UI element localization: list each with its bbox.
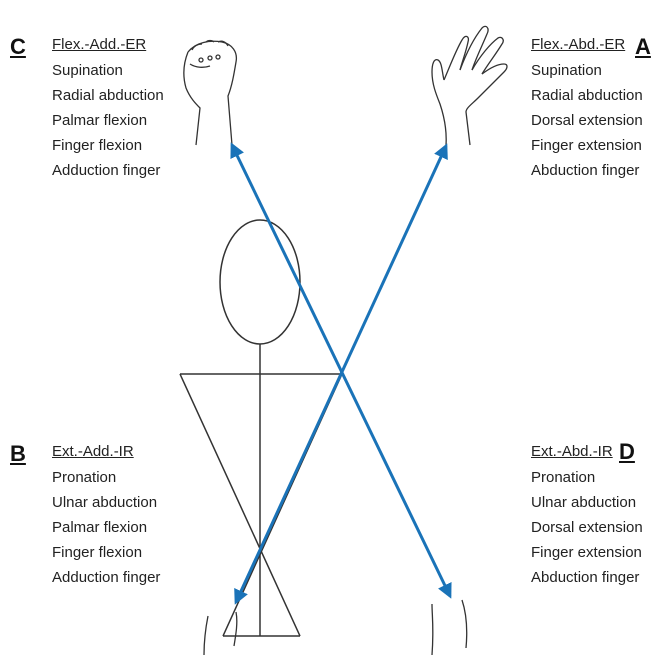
pattern-item: Abduction finger: [531, 158, 643, 183]
pattern-item: Pronation: [52, 465, 160, 490]
pattern-title: Ext.-Add.-IR: [52, 443, 160, 460]
pattern-item: Abduction finger: [531, 565, 643, 590]
pattern-item: Radial abduction: [52, 83, 164, 108]
diagonal-arrow-c-d: [232, 145, 450, 596]
pattern-item: Palmar flexion: [52, 515, 160, 540]
pattern-title: Flex.-Add.-ER: [52, 36, 164, 53]
pattern-item: Dorsal extension: [531, 515, 643, 540]
pattern-item: Finger flexion: [52, 540, 160, 565]
lower-arm-icon: [432, 600, 467, 655]
pattern-item: Finger extension: [531, 133, 643, 158]
head-shape: [220, 220, 300, 344]
quadrant-letter: B: [10, 441, 26, 467]
pattern-item: Supination: [52, 58, 164, 83]
lower-arm-icon: [204, 612, 237, 655]
pattern-item: Pronation: [531, 465, 643, 490]
open-hand-icon: [432, 26, 507, 145]
pattern-item: Adduction finger: [52, 158, 164, 183]
pattern-item: Adduction finger: [52, 565, 160, 590]
quadrant-letter: D: [619, 439, 635, 465]
quadrant-letter: A: [635, 34, 651, 60]
quadrant-b: B Ext.-Add.-IR Pronation Ulnar abduction…: [52, 443, 160, 590]
pattern-item: Finger flexion: [52, 133, 164, 158]
quadrant-c: C Flex.-Add.-ER Supination Radial abduct…: [52, 36, 164, 183]
pattern-item: Supination: [531, 58, 643, 83]
pattern-title: Flex.-Abd.-ER: [531, 36, 643, 53]
pattern-item: Ulnar abduction: [531, 490, 643, 515]
pattern-item: Ulnar abduction: [52, 490, 160, 515]
pattern-item: Radial abduction: [531, 83, 643, 108]
pattern-item: Finger extension: [531, 540, 643, 565]
quadrant-d: D Ext.-Abd.-IR Pronation Ulnar abduction…: [531, 443, 643, 590]
pattern-item: Palmar flexion: [52, 108, 164, 133]
pattern-item: Dorsal extension: [531, 108, 643, 133]
quadrant-a: A Flex.-Abd.-ER Supination Radial abduct…: [531, 36, 643, 183]
quadrant-letter: C: [10, 34, 26, 60]
fist-hand-icon: [184, 41, 237, 146]
